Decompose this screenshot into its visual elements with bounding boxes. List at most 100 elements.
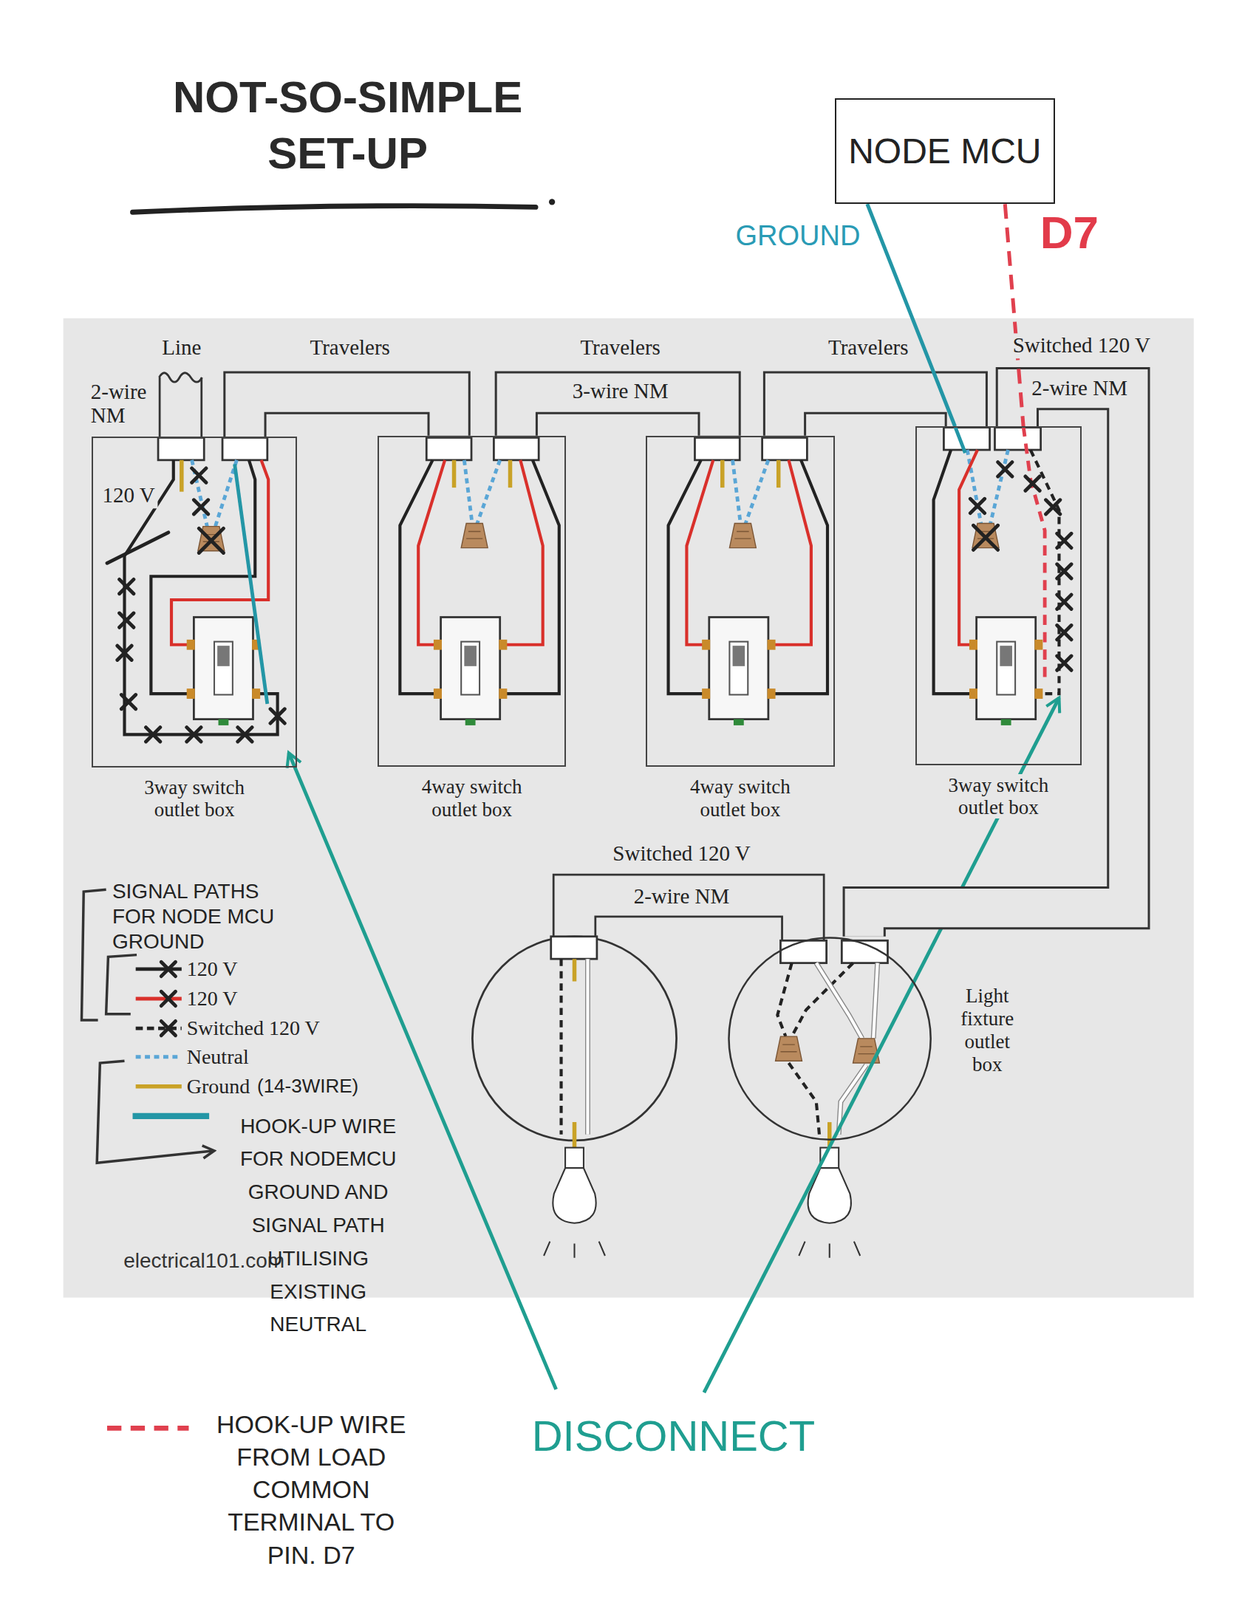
switched-wire xyxy=(559,958,563,1135)
annotation-label: Travelers xyxy=(825,335,911,360)
cross-marks xyxy=(107,468,285,742)
label-holder: 120 V xyxy=(99,483,158,508)
annotation-label: SIGNAL PATHS FOR NODE MCU GROUND xyxy=(112,879,306,954)
dashed-line-sample xyxy=(135,1026,182,1031)
switch-outlet-box: 3way switch outlet box xyxy=(915,426,1082,819)
label-holder: DISCONNECT xyxy=(531,1411,815,1462)
four-way-box-wiring xyxy=(668,437,828,725)
black-wire xyxy=(933,449,977,694)
legend-text: 120 V xyxy=(186,957,238,982)
annotation-label: 2-wire NM xyxy=(630,884,733,909)
left-fixture xyxy=(472,936,677,1259)
ground-hookup-wire xyxy=(867,203,956,427)
annotation-label: Switched 120 V xyxy=(609,841,753,866)
box-caption: 4way switch outlet box xyxy=(664,775,815,821)
ground-wire xyxy=(572,958,578,1148)
legend-text: HOOK-UP WIRE FOR NODEMCU GROUND AND SIGN… xyxy=(221,1110,416,1343)
scaled-drawing xyxy=(63,198,1194,1429)
label-holder: D7 xyxy=(1037,206,1102,259)
cable-sheath xyxy=(784,393,967,436)
hookup-wire-connector xyxy=(1004,203,1024,427)
box-caption: 3way switch outlet box xyxy=(119,776,270,821)
cable-end xyxy=(158,373,202,382)
annotation-label: electrical101.com xyxy=(123,1249,285,1273)
box-outline xyxy=(377,435,566,768)
label-holder: (14-3WIRE) xyxy=(257,1075,359,1098)
legend-item: HOOK-UP WIRE FROM LOAD COMMON TERMINAL T… xyxy=(203,1408,419,1572)
label-holder: electrical101.com xyxy=(123,1249,285,1273)
annotation-label: Switched 120 V xyxy=(1009,333,1154,358)
annotation-label: 2-wire NM xyxy=(87,380,156,428)
annotation-label: (14-3WIRE) xyxy=(257,1075,359,1098)
hookup-wire-connector xyxy=(867,203,956,427)
teal-line-sample xyxy=(132,1113,210,1120)
switch-outlet-box: 4way switch outlet box xyxy=(645,435,835,821)
label-holder: GROUND xyxy=(732,220,863,254)
light-fixture-box: Light fixture outlet box xyxy=(727,936,1023,1141)
annotation-label: Travelers xyxy=(577,335,663,360)
four-way-box-wiring xyxy=(399,437,559,725)
switch-outlet-box: 4way switch outlet box xyxy=(377,435,566,821)
title-holder: NOT-SO-SIMPLE SET-UP xyxy=(141,69,555,182)
legend-text: Switched 120 V xyxy=(186,1016,320,1041)
legend-text: Ground xyxy=(186,1074,251,1099)
cable-connector xyxy=(244,393,449,437)
annotation-label: 120 V xyxy=(99,483,158,508)
ground-wire xyxy=(179,460,184,493)
legend-text: Neutral xyxy=(186,1045,249,1070)
label-holder: SIGNAL PATHS FOR NODE MCU GROUND xyxy=(112,879,306,954)
box-caption: 3way switch outlet box xyxy=(923,774,1074,819)
cable-clamp xyxy=(551,936,597,959)
three-way-switch xyxy=(969,617,1043,726)
neutral-wire xyxy=(585,958,589,1135)
legend-item: HOOK-UP WIRE FOR NODEMCU GROUND AND SIGN… xyxy=(221,1110,416,1343)
cable-clamp xyxy=(158,437,204,460)
cable-clamp xyxy=(994,427,1041,450)
three-way-switch xyxy=(186,617,261,726)
diagram-panel xyxy=(63,318,1194,1299)
cable-clamp xyxy=(780,940,827,963)
label-holder: Travelers xyxy=(825,335,911,360)
ground-line-sample xyxy=(135,1084,182,1090)
red-dashed-sample xyxy=(107,1425,189,1432)
cable-clamp xyxy=(222,437,268,460)
legend-item: Neutral xyxy=(186,1045,249,1070)
light-bulb xyxy=(543,1148,606,1259)
cross-marks xyxy=(161,961,176,1036)
microcontroller-box: NODE MCU xyxy=(834,98,1056,205)
label-holder: Line xyxy=(158,335,204,360)
fixture-outlet-box xyxy=(728,937,931,1140)
legend-item: 120 V xyxy=(186,957,238,982)
label-holder: 2-wire NM xyxy=(87,380,156,428)
cable-sheath xyxy=(864,388,1129,937)
annotation-label: Line xyxy=(158,335,204,360)
right-fixture-wiring xyxy=(775,940,889,1258)
d7-hookup-wire xyxy=(1004,203,1024,427)
label-holder: 2-wire NM xyxy=(1028,376,1131,401)
cable-inner xyxy=(864,388,1129,937)
label-holder: Travelers xyxy=(306,335,393,360)
label-holder: 3-wire NM xyxy=(569,379,672,405)
cable-connector xyxy=(784,393,967,436)
cable-inner xyxy=(784,393,967,436)
label-holder: Switched 120 V xyxy=(1009,333,1154,358)
legend-item: 120 V xyxy=(186,987,238,1011)
annotation-label: D7 xyxy=(1037,206,1102,259)
underline-dot xyxy=(548,198,555,205)
black-line-sample xyxy=(135,967,182,972)
red-line-sample xyxy=(135,997,182,1002)
box-caption: 4way switch outlet box xyxy=(396,775,547,821)
annotation-label: 2-wire NM xyxy=(1028,376,1131,401)
cable-connector xyxy=(864,388,1129,937)
neutral-line-sample xyxy=(135,1055,182,1059)
connector-group xyxy=(244,203,1129,937)
neutral-wire xyxy=(214,460,237,527)
line-cable-inner xyxy=(161,377,201,437)
light-bulb xyxy=(798,1148,860,1259)
neutral-wire xyxy=(967,449,982,527)
legend-item: Ground xyxy=(186,1074,251,1099)
legend-text: HOOK-UP WIRE FROM LOAD COMMON TERMINAL T… xyxy=(203,1408,419,1572)
box-outline xyxy=(915,426,1082,765)
annotation-label: Travelers xyxy=(306,335,393,360)
